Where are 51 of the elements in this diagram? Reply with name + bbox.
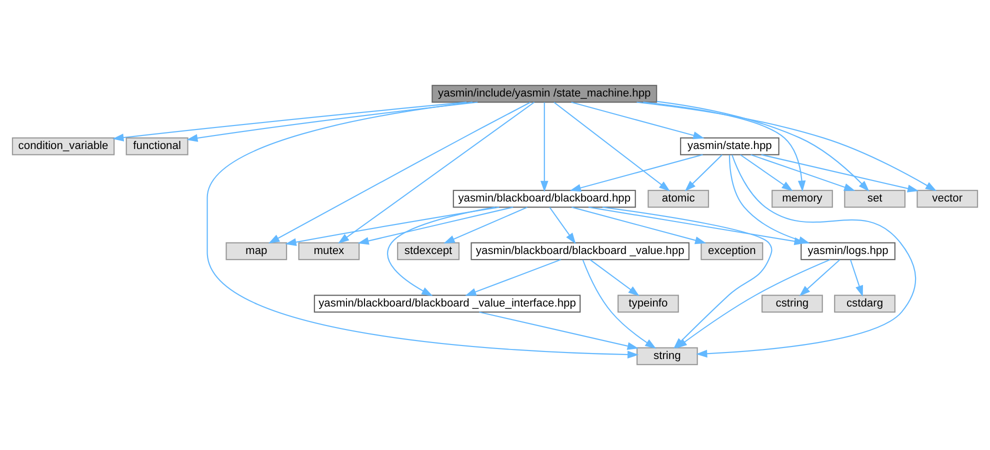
arrow bbox=[549, 206, 576, 244]
node-box: yasmin/blackboard/blackboard _value_interface.hpp bbox=[314, 294, 581, 313]
node-box: memory bbox=[772, 190, 833, 208]
arrow bbox=[268, 102, 530, 244]
arrow bbox=[799, 259, 840, 296]
arrow bbox=[750, 154, 856, 191]
node-box: atomic bbox=[648, 190, 710, 208]
arrow bbox=[285, 206, 500, 246]
node-box: functional bbox=[126, 137, 188, 156]
node-box: string bbox=[636, 347, 698, 366]
node-box: map bbox=[226, 242, 288, 260]
arrow bbox=[572, 206, 706, 244]
arrow bbox=[479, 312, 639, 350]
arrow bbox=[186, 102, 478, 142]
node-box: exception bbox=[700, 242, 764, 260]
node-box: yasmin/blackboard/blackboard _value.hpp bbox=[470, 242, 690, 260]
arrow bbox=[761, 154, 919, 192]
node-box: yasmin/include/yasmin /state_machine.hpp bbox=[432, 84, 658, 103]
arrow bbox=[570, 154, 703, 192]
arrow bbox=[590, 259, 640, 296]
arrow bbox=[571, 102, 704, 140]
node-box: typeinfo bbox=[618, 294, 679, 313]
arrow bbox=[112, 102, 467, 142]
arrow bbox=[588, 206, 806, 246]
arrow bbox=[206, 102, 639, 358]
arrow bbox=[338, 102, 535, 244]
arrow bbox=[643, 102, 806, 192]
arrow bbox=[696, 154, 916, 358]
arrow bbox=[636, 102, 937, 192]
arrow bbox=[676, 259, 830, 349]
arrow bbox=[656, 100, 870, 192]
arrow bbox=[554, 102, 670, 192]
arrow bbox=[684, 154, 722, 192]
arrow bbox=[465, 259, 561, 296]
arrow bbox=[444, 206, 528, 244]
node-box: yasmin/state.hpp bbox=[680, 137, 780, 156]
node-box: vector bbox=[916, 190, 978, 208]
node-box: cstring bbox=[762, 294, 823, 313]
node-box: yasmin/blackboard/blackboard.hpp bbox=[452, 190, 636, 208]
arrow bbox=[540, 102, 548, 192]
arrow bbox=[387, 206, 496, 296]
arrow bbox=[358, 206, 514, 245]
node-box: stdexcept bbox=[397, 242, 460, 260]
node-box: cstdarg bbox=[834, 294, 896, 313]
node-box: condition_variable bbox=[12, 137, 115, 156]
arrow bbox=[850, 260, 863, 297]
arrow bbox=[582, 260, 656, 349]
node-box: set bbox=[844, 190, 906, 208]
node-box: mutex bbox=[298, 242, 360, 260]
arrow bbox=[740, 154, 793, 192]
node-box: yasmin/logs.hpp bbox=[800, 242, 896, 260]
